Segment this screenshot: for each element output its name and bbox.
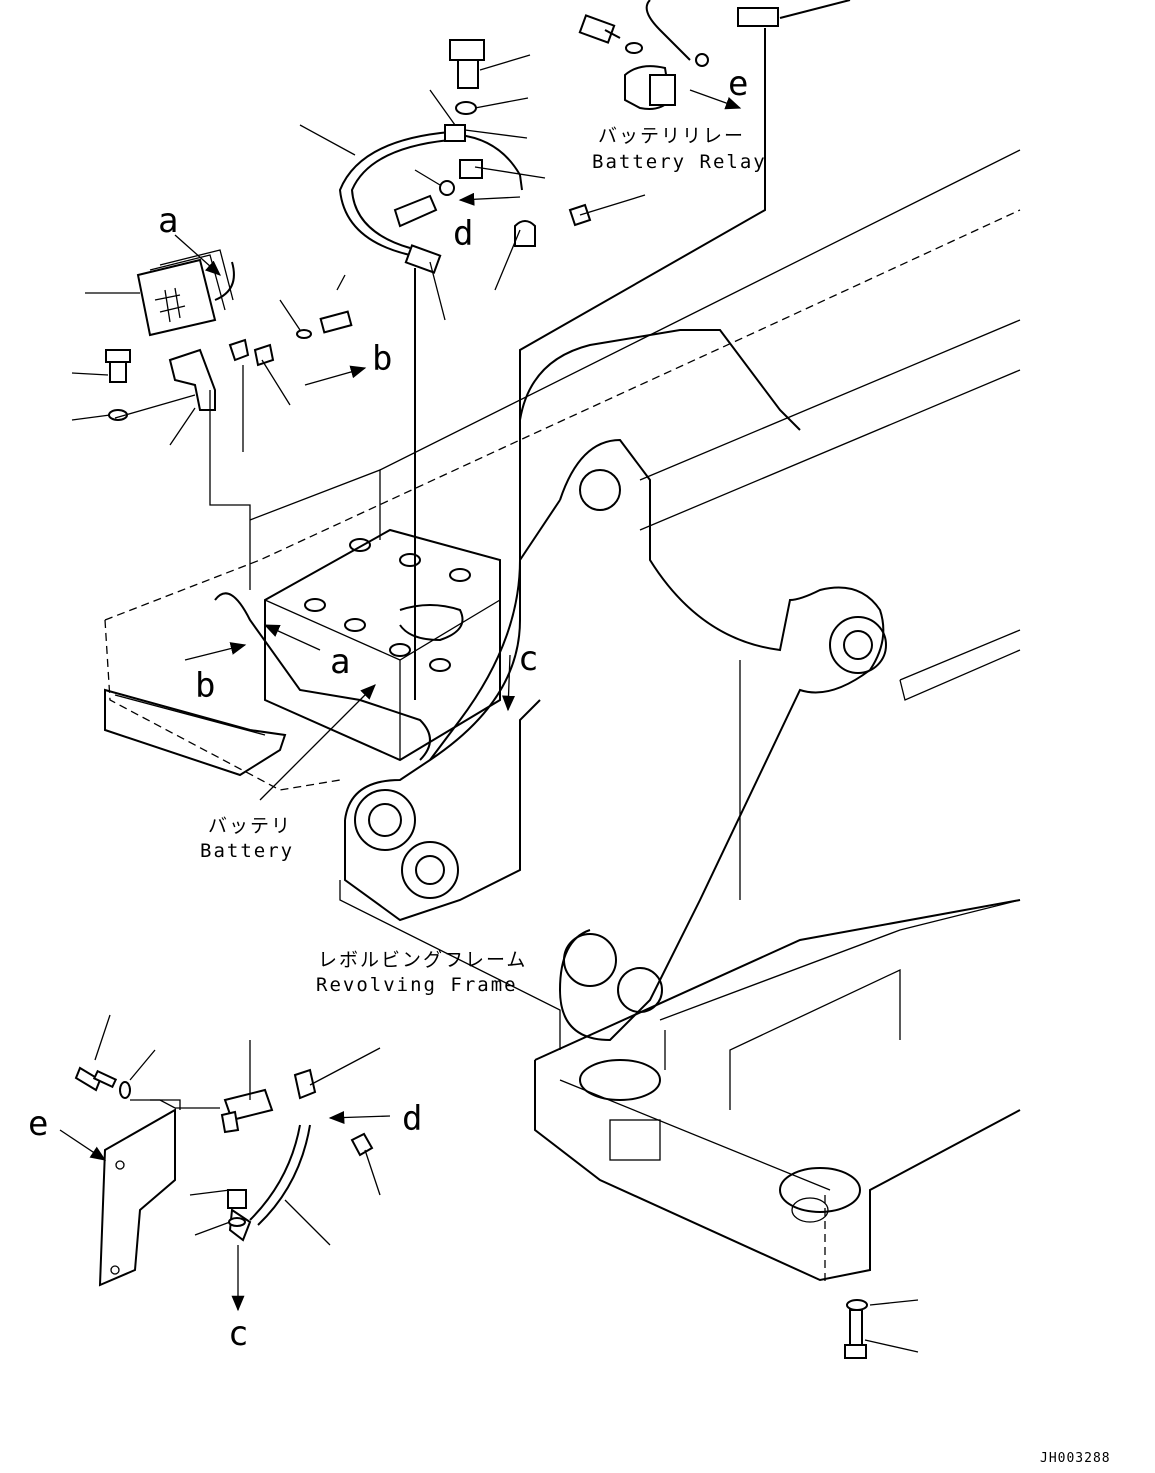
ref-letter-d-top: d — [453, 214, 473, 254]
leader-lines — [71, 54, 919, 1353]
relay-bracket-assembly — [74, 1066, 868, 1359]
drawing-code: JH003288 — [1040, 1451, 1111, 1466]
battery-relay — [519, 0, 851, 520]
ref-letter-c-mid: c — [518, 639, 538, 679]
ref-letter-c-bottom: c — [228, 1314, 248, 1354]
alarm-unit — [105, 249, 353, 590]
ref-letter-a-mid: a — [330, 642, 350, 682]
ref-letter-e-top: e — [728, 64, 748, 104]
caption-revolving-frame-ja: レボルビングフレーム — [318, 949, 527, 971]
caption-battery-relay-en: Battery Relay — [592, 151, 767, 173]
revolving-frame — [104, 149, 1021, 1285]
caption-revolving-frame-en: Revolving Frame — [316, 974, 518, 996]
battery — [214, 528, 501, 762]
ref-letter-a-top: a — [158, 201, 178, 241]
battery-cable — [338, 39, 592, 700]
ref-letter-d-bottom: d — [402, 1099, 422, 1139]
caption-battery-en: Battery — [200, 840, 294, 862]
reference-arrows — [59, 89, 742, 1312]
caption-battery-ja: バッテリ — [208, 815, 292, 837]
ref-letter-e-bottom: e — [28, 1104, 48, 1144]
ref-letter-b-mid: b — [195, 666, 215, 706]
ref-letter-b-top: b — [372, 339, 392, 379]
caption-battery-relay-ja: バッテリリレー — [598, 125, 745, 147]
